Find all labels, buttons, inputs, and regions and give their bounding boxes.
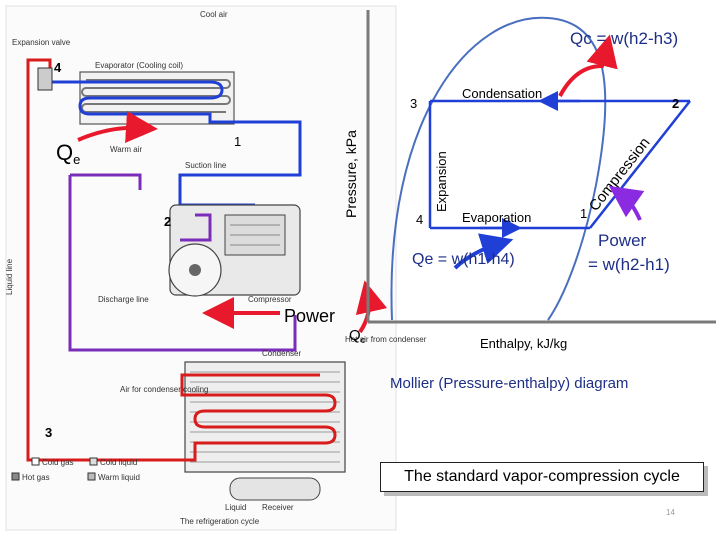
label-compression: Compression [586,134,654,214]
expansion-valve-sketch [37,67,53,91]
mollier-power-arrow [608,185,645,221]
receiver-sketch [229,477,321,501]
label-condenser: Condenser [262,349,301,358]
schematic-point-4: 4 [54,60,62,75]
condenser-flow-path [26,58,337,462]
mollier-point-1: 1 [580,206,587,221]
label-receiver: Receiver [262,503,294,512]
label-warm-air: Warm air [110,145,142,154]
label-evaporation: Evaporation [462,210,531,225]
qe-formula: Qe = w(h1-h4) [412,251,515,268]
label-liquid: Liquid [225,503,246,512]
suction-to-compressor-path [180,213,212,242]
schematic-caption: The refrigeration cycle [180,517,260,526]
schematic-point-3: 3 [45,425,52,440]
mollier-caption: Mollier (Pressure-enthalpy) diagram [390,375,628,392]
label-liquid-line: Liquid line [5,258,14,295]
label-expansion-valve: Expansion valve [12,38,71,47]
label-expansion: Expansion [434,151,449,212]
power-formula: = w(h2-h1) [588,255,670,274]
label-condensation: Condensation [462,86,542,101]
schematic-point-1: 1 [234,134,241,149]
footer-callout: The standard vapor-compression cycle [380,462,704,492]
label-air-for-cooling: Air for condenser cooling [120,385,209,394]
saturation-dome [390,16,607,321]
suction-flow-path [68,173,297,352]
mollier-point-2: 2 [672,96,679,111]
compressor-sketch [168,204,301,297]
label-cool-air: Cool air [200,10,228,19]
discharge-flow-path [180,373,320,397]
legend-warm-liquid: Warm liquid [98,473,140,482]
label-compressor: Compressor [248,295,292,304]
mollier-y-axis-label: Pressure, kPa [343,130,359,218]
compression-line [589,100,691,229]
qc-formula: Qc = w(h2-h3) [570,29,678,48]
schematic-qc-label: Qc [349,327,366,345]
label-suction-line: Suction line [185,161,227,170]
mollier-x-axis-label: Enthalpy, kJ/kg [480,336,567,351]
legend-hot-gas: Hot gas [22,473,50,482]
evaporator-flow-path [50,80,302,177]
refrigeration-schematic: Cool air Expansion valve Evaporator (Coo… [5,5,427,531]
label-discharge-line: Discharge line [98,295,149,304]
schematic-power-label: Power [284,306,335,326]
mollier-point-3: 3 [410,96,417,111]
mollier-qc-arrow [558,34,618,97]
legend-cold-liquid: Cold liquid [100,458,137,467]
schematic-legend: Cold gas Cold liquid Hot gas Warm liquid [11,457,140,482]
schematic-qe-label: Qe [56,140,80,167]
legend-cold-gas: Cold gas [42,458,74,467]
schematic-point-2: 2 [164,214,171,229]
mollier-qe-arrow [453,233,514,270]
condenser-sketch [184,361,346,473]
mollier-point-4: 4 [416,212,423,227]
page-number: 14 [666,508,675,517]
power-label: Power [598,231,647,250]
label-air-from-condenser: Hot air from condenser [345,335,427,344]
qe-arrow [77,111,158,143]
label-evaporator: Evaporator (Cooling coil) [95,61,183,70]
